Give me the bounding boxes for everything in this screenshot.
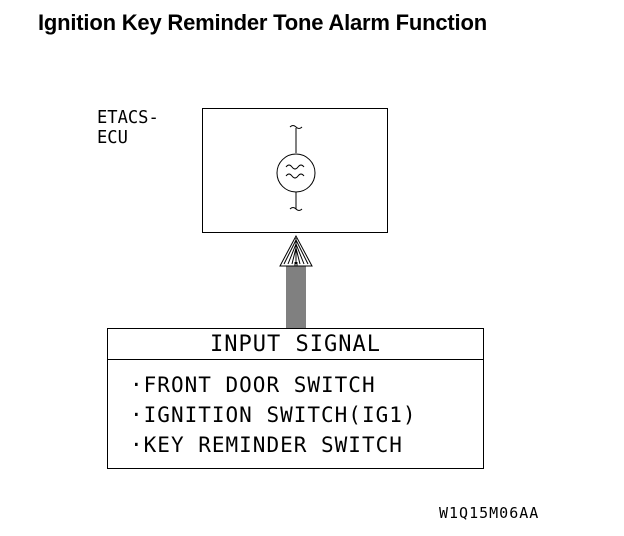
ecu-label-line2: ECU	[97, 127, 128, 148]
ecu-box	[202, 108, 388, 233]
figure-code: W1Q15M06AA	[439, 504, 540, 522]
ecu-label-line1: ETACS-	[97, 107, 159, 128]
diagram-title: Ignition Key Reminder Tone Alarm Functio…	[38, 10, 487, 35]
input-signal-item: IGNITION SWITCH(IG1)	[130, 400, 483, 430]
ecu-label: ETACS- ECU	[97, 108, 159, 148]
input-signal-box: INPUT SIGNAL FRONT DOOR SWITCH IGNITION …	[107, 328, 484, 469]
input-signal-item: KEY REMINDER SWITCH	[130, 430, 483, 460]
input-signal-header: INPUT SIGNAL	[108, 329, 483, 360]
input-signal-list: FRONT DOOR SWITCH IGNITION SWITCH(IG1) K…	[108, 360, 483, 460]
signal-arrow	[279, 234, 313, 328]
input-signal-item: FRONT DOOR SWITCH	[130, 370, 483, 400]
buzzer-icon	[276, 125, 316, 211]
